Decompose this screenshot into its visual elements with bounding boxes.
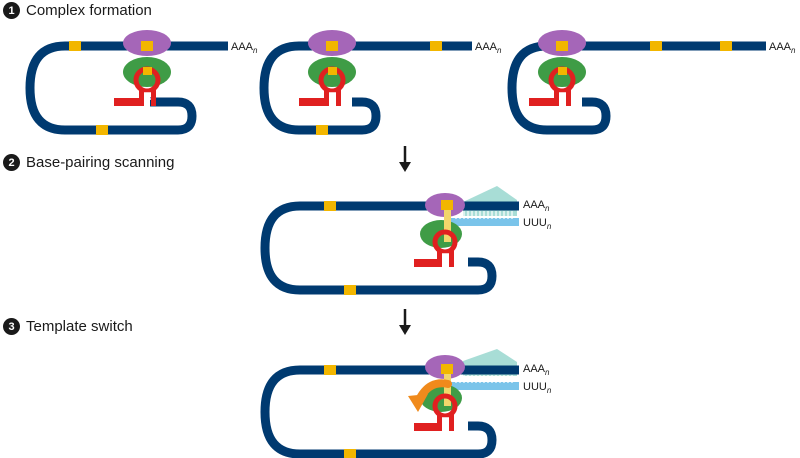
poly-a-tail-label: AAAn xyxy=(475,41,502,55)
marker xyxy=(441,200,453,210)
poly-a-tail-label: AAAn xyxy=(231,41,258,55)
rna-strand xyxy=(260,365,519,458)
step-3-title: Template switch xyxy=(26,318,133,335)
panel-1a: AAAn xyxy=(25,30,258,135)
marker xyxy=(556,41,568,51)
marker xyxy=(324,201,336,211)
base-pair-ticks xyxy=(455,375,513,383)
marker xyxy=(441,364,453,374)
hairpin xyxy=(414,229,458,267)
marker xyxy=(69,41,81,51)
step-3-number: 3 xyxy=(3,318,20,335)
step-2-title: Base-pairing scanning xyxy=(26,154,175,171)
cyan-strand xyxy=(448,218,519,226)
step-3-label: 3 Template switch xyxy=(3,318,133,335)
poly-a-tail-label: AAAn xyxy=(769,41,796,55)
base-pair-ticks xyxy=(455,211,513,219)
step-1-title: Complex formation xyxy=(26,2,152,19)
marker xyxy=(96,125,108,135)
rna-strand xyxy=(260,201,519,295)
marker xyxy=(324,365,336,375)
step-2-number: 2 xyxy=(3,154,20,171)
marker xyxy=(444,374,451,406)
poly-a-tail-label: AAAn xyxy=(523,363,550,377)
marker xyxy=(344,449,356,458)
step-1-number: 1 xyxy=(3,2,20,19)
panel-1c: AAAn xyxy=(507,30,796,135)
marker xyxy=(720,41,732,51)
hairpin xyxy=(299,66,346,106)
hairpin xyxy=(529,66,576,106)
hairpin xyxy=(114,66,161,106)
panel-2: AAAn UUUn xyxy=(260,186,552,295)
poly-u-tail-label: UUUn xyxy=(523,217,552,231)
marker xyxy=(430,41,442,51)
marker xyxy=(326,41,338,51)
rna-strand xyxy=(259,41,472,135)
poly-a-tail-label: AAAn xyxy=(523,199,550,213)
rna-strand xyxy=(507,41,766,135)
step-2-label: 2 Base-pairing scanning xyxy=(3,154,174,171)
panel-3: AAAn UUUn xyxy=(260,349,552,458)
panel-1b: AAAn xyxy=(259,30,502,135)
marker xyxy=(316,125,328,135)
cyan-strand xyxy=(448,382,519,390)
marker xyxy=(141,41,153,51)
down-arrow-icon xyxy=(399,146,411,172)
marker xyxy=(344,285,356,295)
hairpin xyxy=(414,393,458,431)
rna-strand xyxy=(25,41,228,135)
step-1-label: 1 Complex formation xyxy=(3,2,152,19)
poly-u-tail-label: UUUn xyxy=(523,381,552,395)
teal-protein xyxy=(463,186,517,216)
down-arrow-icon xyxy=(399,309,411,335)
curved-arrow-icon xyxy=(408,379,452,412)
marker xyxy=(444,210,451,242)
marker xyxy=(650,41,662,51)
